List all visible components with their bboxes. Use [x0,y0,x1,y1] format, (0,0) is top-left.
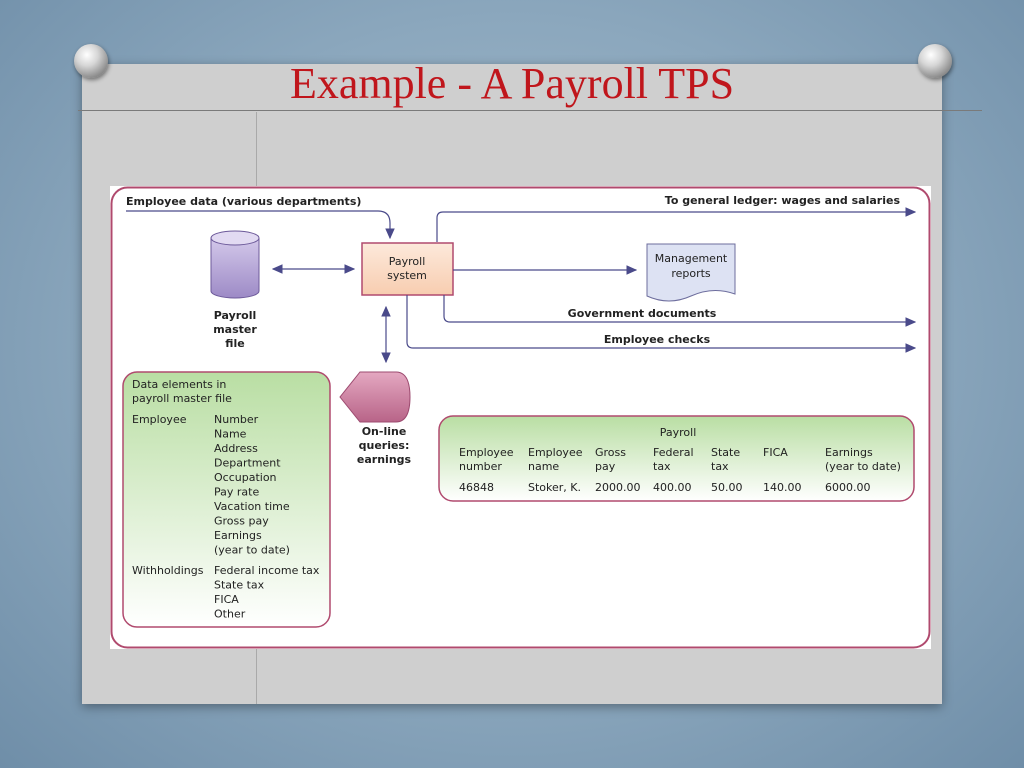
header-cell: State [711,446,740,459]
header-cell: tax [711,460,729,473]
government-documents-label: Government documents [568,307,717,320]
online-query-display-icon [339,371,411,423]
online-queries-label-1: On-line [362,425,407,438]
pushpin-left-icon [74,44,108,78]
payroll-record-title: Payroll [660,426,697,439]
general-ledger-arrow [436,207,917,242]
employee-item: Name [214,428,247,441]
payroll-record-box [438,415,915,502]
employee-group-label: Employee [132,413,187,426]
header-cell: number [459,460,502,473]
title-underline [78,110,982,111]
row-cell: Stoker, K. [528,481,581,494]
employee-item: Number [214,413,259,426]
employee-item: Occupation [214,471,277,484]
row-cell: 6000.00 [825,481,871,494]
pushpin-right-icon [918,44,952,78]
employee-item: Address [214,442,258,455]
header-cell: (year to date) [825,460,901,473]
online-queries-label-3: earnings [357,453,412,466]
header-cell: tax [653,460,671,473]
header-cell: pay [595,460,616,473]
withholdings-item: State tax [214,579,265,592]
employee-data-arrow [126,210,395,240]
employee-data-label: Employee data (various departments) [126,195,361,208]
data-elements-heading-1: Data elements in [132,378,226,391]
online-queries-label-2: queries: [359,439,410,452]
row-cell: 140.00 [763,481,802,494]
general-ledger-label: To general ledger: wages and salaries [665,194,901,207]
employee-item: Department [214,457,281,470]
header-cell: name [528,460,559,473]
withholdings-group-label: Withholdings [132,564,204,577]
management-reports-document-icon [646,243,736,302]
row-cell: 2000.00 [595,481,641,494]
payroll-master-file-icon [210,230,260,299]
header-cell: Employee [528,446,583,459]
row-cell: 50.00 [711,481,743,494]
master-file-label-1: Payroll [214,309,257,322]
payroll-system-label-1: Payroll [389,255,426,268]
employee-item: Pay rate [214,486,259,499]
withholdings-items: Federal income tax State tax FICA Other [214,564,320,621]
payroll-diagram: Employee data (various departments) To g… [110,186,931,649]
data-elements-heading-2: payroll master file [132,392,232,405]
header-cell: Employee [459,446,514,459]
management-reports-label-2: reports [671,267,711,280]
employee-checks-label: Employee checks [604,333,711,346]
employee-item: (year to date) [214,544,290,557]
withholdings-item: Other [214,608,246,621]
data-elements-box [122,371,331,628]
master-file-label-3: file [225,337,244,350]
employee-item: Earnings [214,529,262,542]
slide-title: Example - A Payroll TPS [289,59,735,108]
withholdings-item: FICA [214,593,239,606]
header-cell: Federal [653,446,694,459]
employee-item: Vacation time [214,500,290,513]
header-cell: Earnings [825,446,873,459]
management-reports-label-1: Management [655,252,728,265]
header-cell: Gross [595,446,626,459]
payroll-record-row: 46848 Stoker, K. 2000.00 400.00 50.00 14… [459,481,871,494]
header-cell: FICA [763,446,788,459]
employee-checks-arrow [406,295,917,353]
withholdings-item: Federal income tax [214,564,320,577]
master-file-label-2: master [213,323,257,336]
payroll-record-headers: Employee number Employee name Gross pay … [459,446,901,473]
employee-items: Number Name Address Department Occupatio… [214,413,290,557]
payroll-tps-figure: Employee data (various departments) To g… [110,186,931,649]
payroll-system-label-2: system [387,269,427,282]
government-documents-arrow [443,295,917,327]
employee-item: Gross pay [214,515,269,528]
row-cell: 46848 [459,481,494,494]
row-cell: 400.00 [653,481,692,494]
